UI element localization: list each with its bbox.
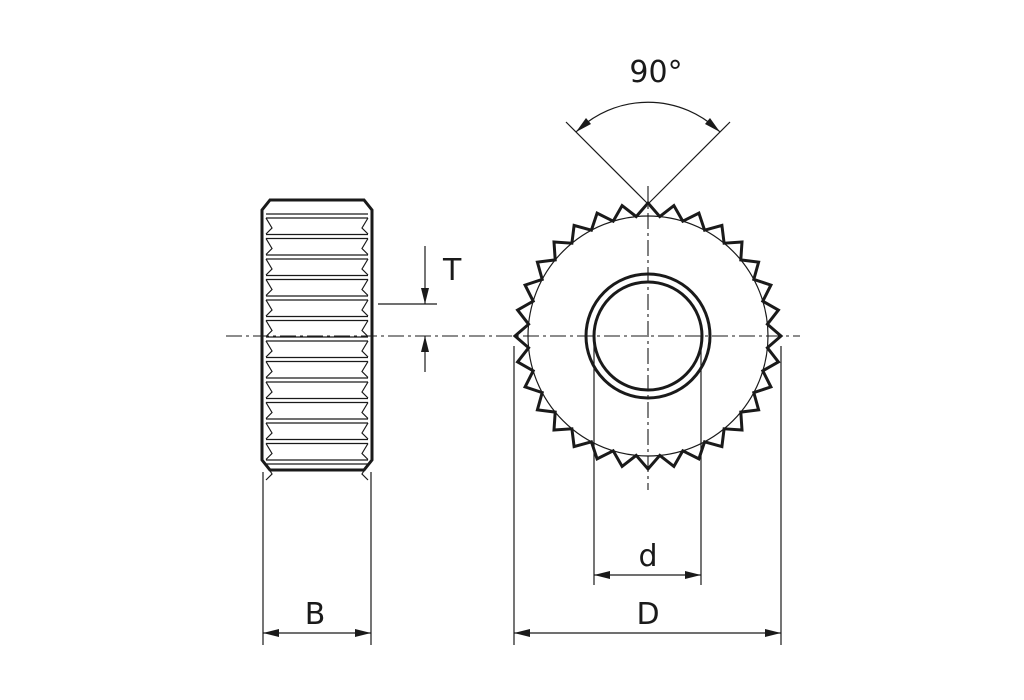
side-view-outline	[260, 198, 374, 472]
width-dimension: B	[262, 472, 372, 645]
angle-leg-right	[647, 121, 731, 205]
angle-arc	[575, 101, 721, 133]
angle-leg-left	[565, 121, 649, 205]
knurl-ridges	[265, 213, 369, 481]
side-view	[260, 198, 374, 481]
t-label: T	[442, 253, 462, 288]
b-label: B	[305, 597, 326, 632]
tooth-angle-dimension: 90°	[565, 55, 731, 205]
t-arrow-lower	[421, 336, 429, 352]
angle-arrow-left	[576, 118, 591, 132]
outer-d-arrow-right	[765, 629, 781, 637]
bore-dimension: d	[593, 336, 702, 585]
t-arrow-upper	[421, 288, 429, 304]
b-arrow-right	[355, 629, 371, 637]
angle-arrow-right	[705, 118, 720, 132]
d-label: d	[638, 539, 657, 574]
outer-d-label: D	[636, 597, 659, 632]
outer-diameter-dimension: D	[513, 346, 782, 645]
d-arrow-right	[685, 571, 701, 579]
front-view	[512, 186, 784, 490]
outer-d-arrow-left	[514, 629, 530, 637]
b-arrow-left	[263, 629, 279, 637]
angle-label: 90°	[629, 55, 682, 90]
tooth-depth-dimension: T	[378, 246, 462, 372]
d-arrow-left	[594, 571, 610, 579]
